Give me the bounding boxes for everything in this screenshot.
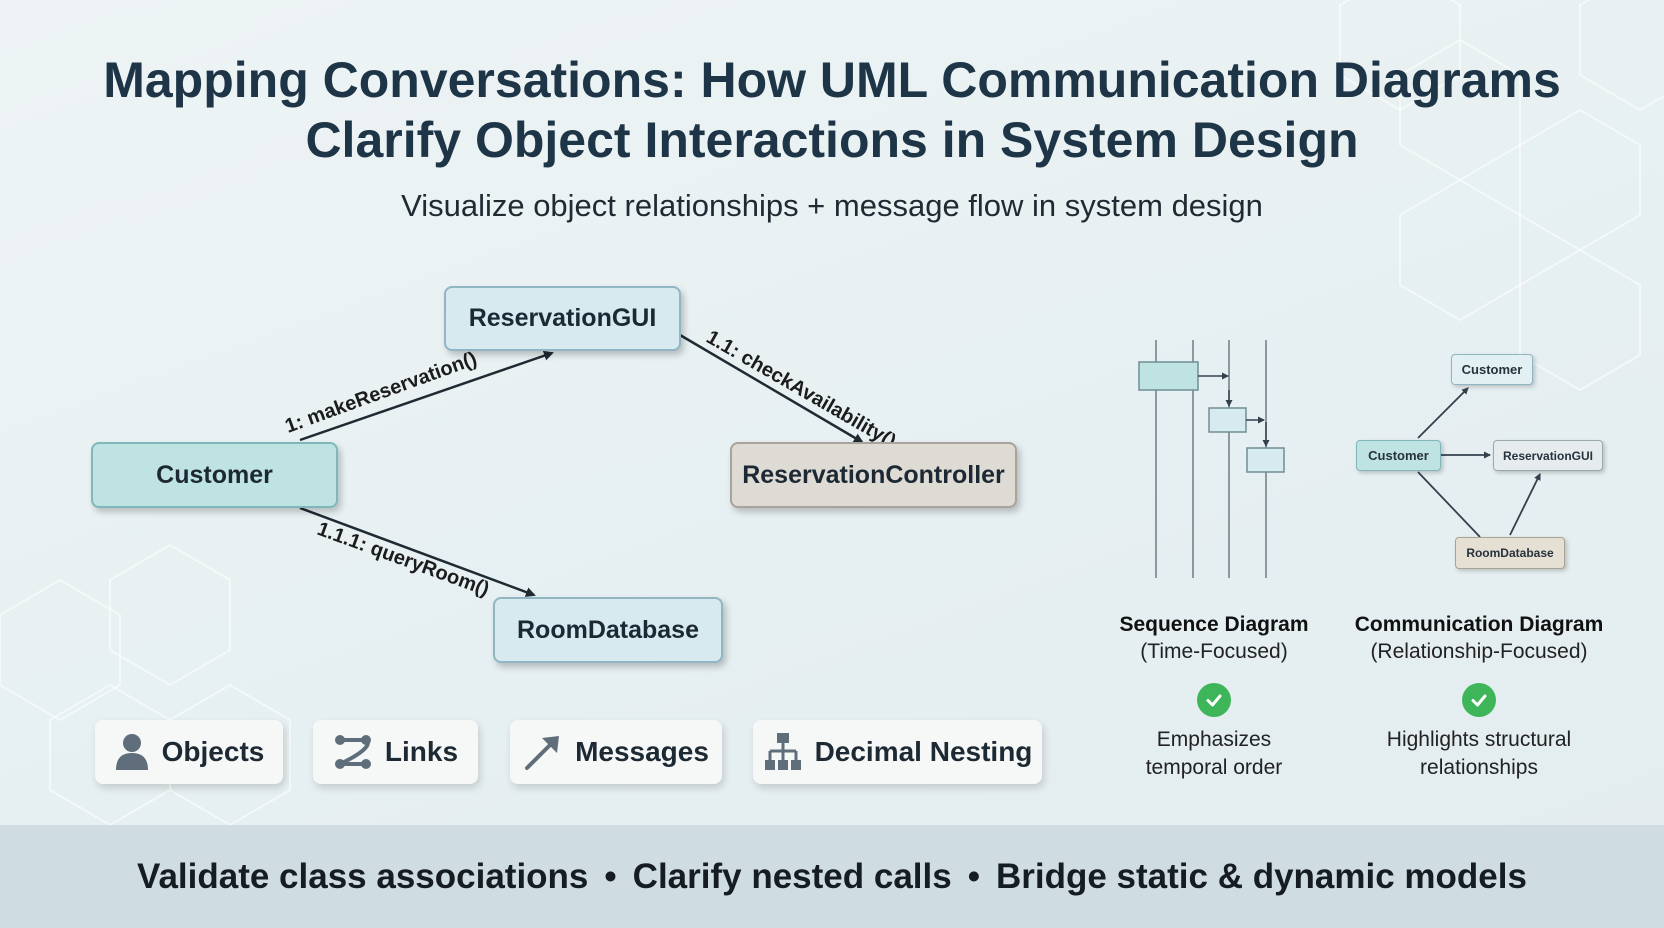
sequence-activation-3 [1246, 447, 1285, 473]
communication-diagram-subtitle: (Relationship-Focused) [1370, 640, 1588, 663]
comm-node-customer-left: Customer [1356, 440, 1441, 471]
feature-label-decimal-nesting: Decimal Nesting [814, 736, 1033, 767]
comm-link-customer-to-roomdatabase [1417, 471, 1481, 538]
page-title-line-2: Clarify Object Interactions in System De… [305, 112, 1359, 168]
node-room-database: RoomDatabase [493, 597, 723, 663]
link-customer-to-reservationgui [299, 350, 554, 442]
sequence-check-icon [1197, 683, 1231, 717]
links-icon [334, 735, 371, 769]
communication-diagram-title: Communication Diagram [1354, 613, 1604, 636]
sequence-activation-1 [1138, 361, 1199, 391]
arrow-icon [525, 736, 560, 770]
footer-item-validate: Validate class associations [137, 856, 589, 896]
feature-label-objects: Objects [161, 736, 265, 767]
message-query-room: 1.1.1: queryRoom() [314, 518, 492, 601]
person-icon [115, 734, 148, 770]
feature-label-messages: Messages [575, 736, 709, 767]
sequence-diagram-subtitle: (Time-Focused) [1140, 640, 1288, 663]
link-reservationgui-to-controller [679, 333, 864, 444]
comm-link-customer-to-customer-top [1417, 387, 1469, 439]
feature-chip-messages: Messages [510, 720, 722, 784]
footer-item-bridge: Bridge static & dynamic models [995, 856, 1527, 896]
page-subtitle: Visualize object relationships + message… [401, 188, 1263, 223]
communication-description-line-1: Highlights structural [1386, 728, 1572, 751]
page-title-line-1: Mapping Conversations: How UML Communica… [103, 52, 1561, 108]
sequence-description-line-1: Emphasizes [1156, 728, 1272, 751]
comm-node-customer-top: Customer [1451, 354, 1533, 385]
communication-check-icon [1462, 683, 1496, 717]
link-customer-to-roomdatabase [299, 506, 536, 597]
comm-node-reservation-gui: ReservationGUI [1493, 440, 1603, 471]
footer-separator-2: • [967, 856, 980, 896]
message-make-reservation: 1: makeReservation() [282, 348, 480, 438]
node-reservation-gui: ReservationGUI [444, 286, 681, 351]
feature-chip-links: Links [313, 720, 478, 784]
sequence-description-line-2: temporal order [1145, 756, 1283, 779]
message-check-availability: 1.1: checkAvailability() [703, 326, 900, 453]
feature-label-links: Links [384, 736, 459, 767]
node-customer: Customer [91, 442, 338, 508]
feature-chip-decimal-nesting: Decimal Nesting [753, 720, 1042, 784]
footer-band: Validate class associations • Clarify ne… [0, 825, 1664, 928]
comm-link-roomdatabase-to-reservationgui [1509, 473, 1541, 536]
feature-chip-objects: Objects [95, 720, 283, 784]
node-reservation-controller: ReservationController [730, 442, 1017, 508]
footer-separator-1: • [604, 856, 617, 896]
footer-item-clarify: Clarify nested calls [632, 856, 952, 896]
sequence-diagram-title: Sequence Diagram [1119, 613, 1309, 636]
comm-node-room-database: RoomDatabase [1455, 537, 1565, 569]
sequence-activation-2 [1208, 407, 1247, 433]
communication-description-line-2: relationships [1420, 756, 1538, 779]
hierarchy-icon [764, 733, 801, 770]
